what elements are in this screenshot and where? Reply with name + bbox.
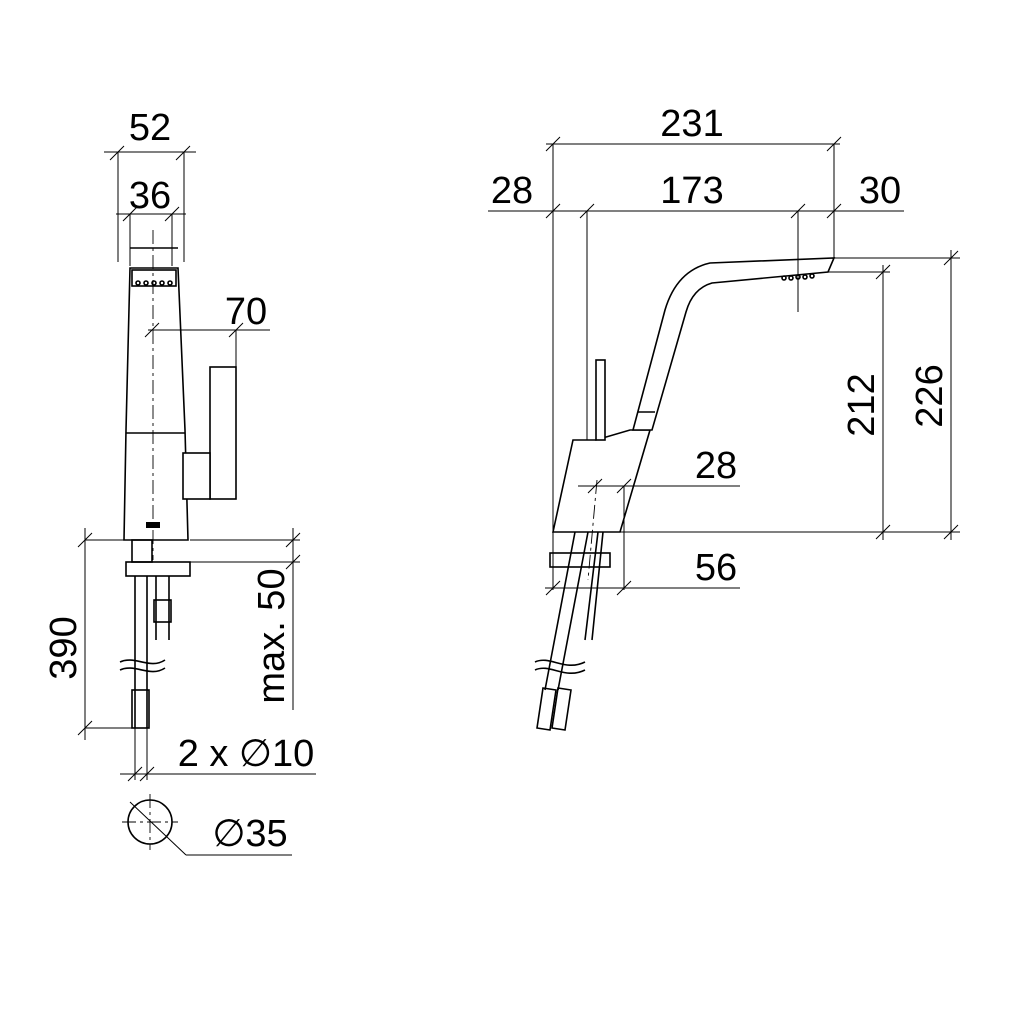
- dim-width-outer: 52: [129, 107, 171, 149]
- dim-total-length: 231: [660, 103, 723, 145]
- dim-width-inner: 36: [129, 175, 171, 217]
- dim-total-height: 226: [909, 364, 951, 427]
- dim-reach: 173: [660, 170, 723, 212]
- break-line-1: [119, 659, 166, 665]
- lever-pin-side: [595, 359, 606, 441]
- break-line-side-1: [534, 659, 586, 667]
- lever-front: [209, 366, 237, 500]
- dim-rear: 28: [491, 170, 533, 212]
- hose-right: [155, 576, 170, 640]
- hose-fitting-2: [551, 687, 572, 731]
- break-line-side-2: [534, 667, 586, 675]
- shank: [131, 539, 153, 563]
- dim-lever: 70: [225, 291, 267, 333]
- hose-left: [134, 576, 148, 728]
- dim-hose-length: 390: [43, 616, 85, 679]
- spout-side: [631, 257, 836, 431]
- hose-end-fitting: [131, 689, 150, 729]
- faucet-base-side: [552, 429, 652, 533]
- hose-fitting-1: [536, 687, 557, 731]
- front-view: 52 36 70 390 max. 50 2 x ∅10: [43, 107, 316, 856]
- dim-hose-diameter: 2 x ∅10: [178, 733, 315, 775]
- base-plate: [125, 561, 191, 577]
- dim-base-depth-b: 56: [695, 547, 737, 589]
- dim-max-thickness: max. 50: [251, 568, 293, 703]
- center-line-side: [587, 479, 598, 581]
- dim-spout-tip: 30: [859, 170, 901, 212]
- side-view: 231 28 173 30 212 226 28 56: [488, 103, 960, 731]
- faucet-body-front: [123, 267, 189, 541]
- dim-hole-diameter: ∅35: [212, 813, 287, 855]
- aerator-top: [131, 269, 177, 287]
- dim-spout-height: 212: [841, 373, 883, 436]
- aerator-dots: [135, 280, 173, 286]
- hose-side-right: [584, 531, 604, 641]
- dim-base-depth-a: 28: [695, 445, 737, 487]
- lever-hub: [182, 452, 211, 500]
- hose-connector: [153, 599, 172, 623]
- break-line-2: [119, 667, 166, 673]
